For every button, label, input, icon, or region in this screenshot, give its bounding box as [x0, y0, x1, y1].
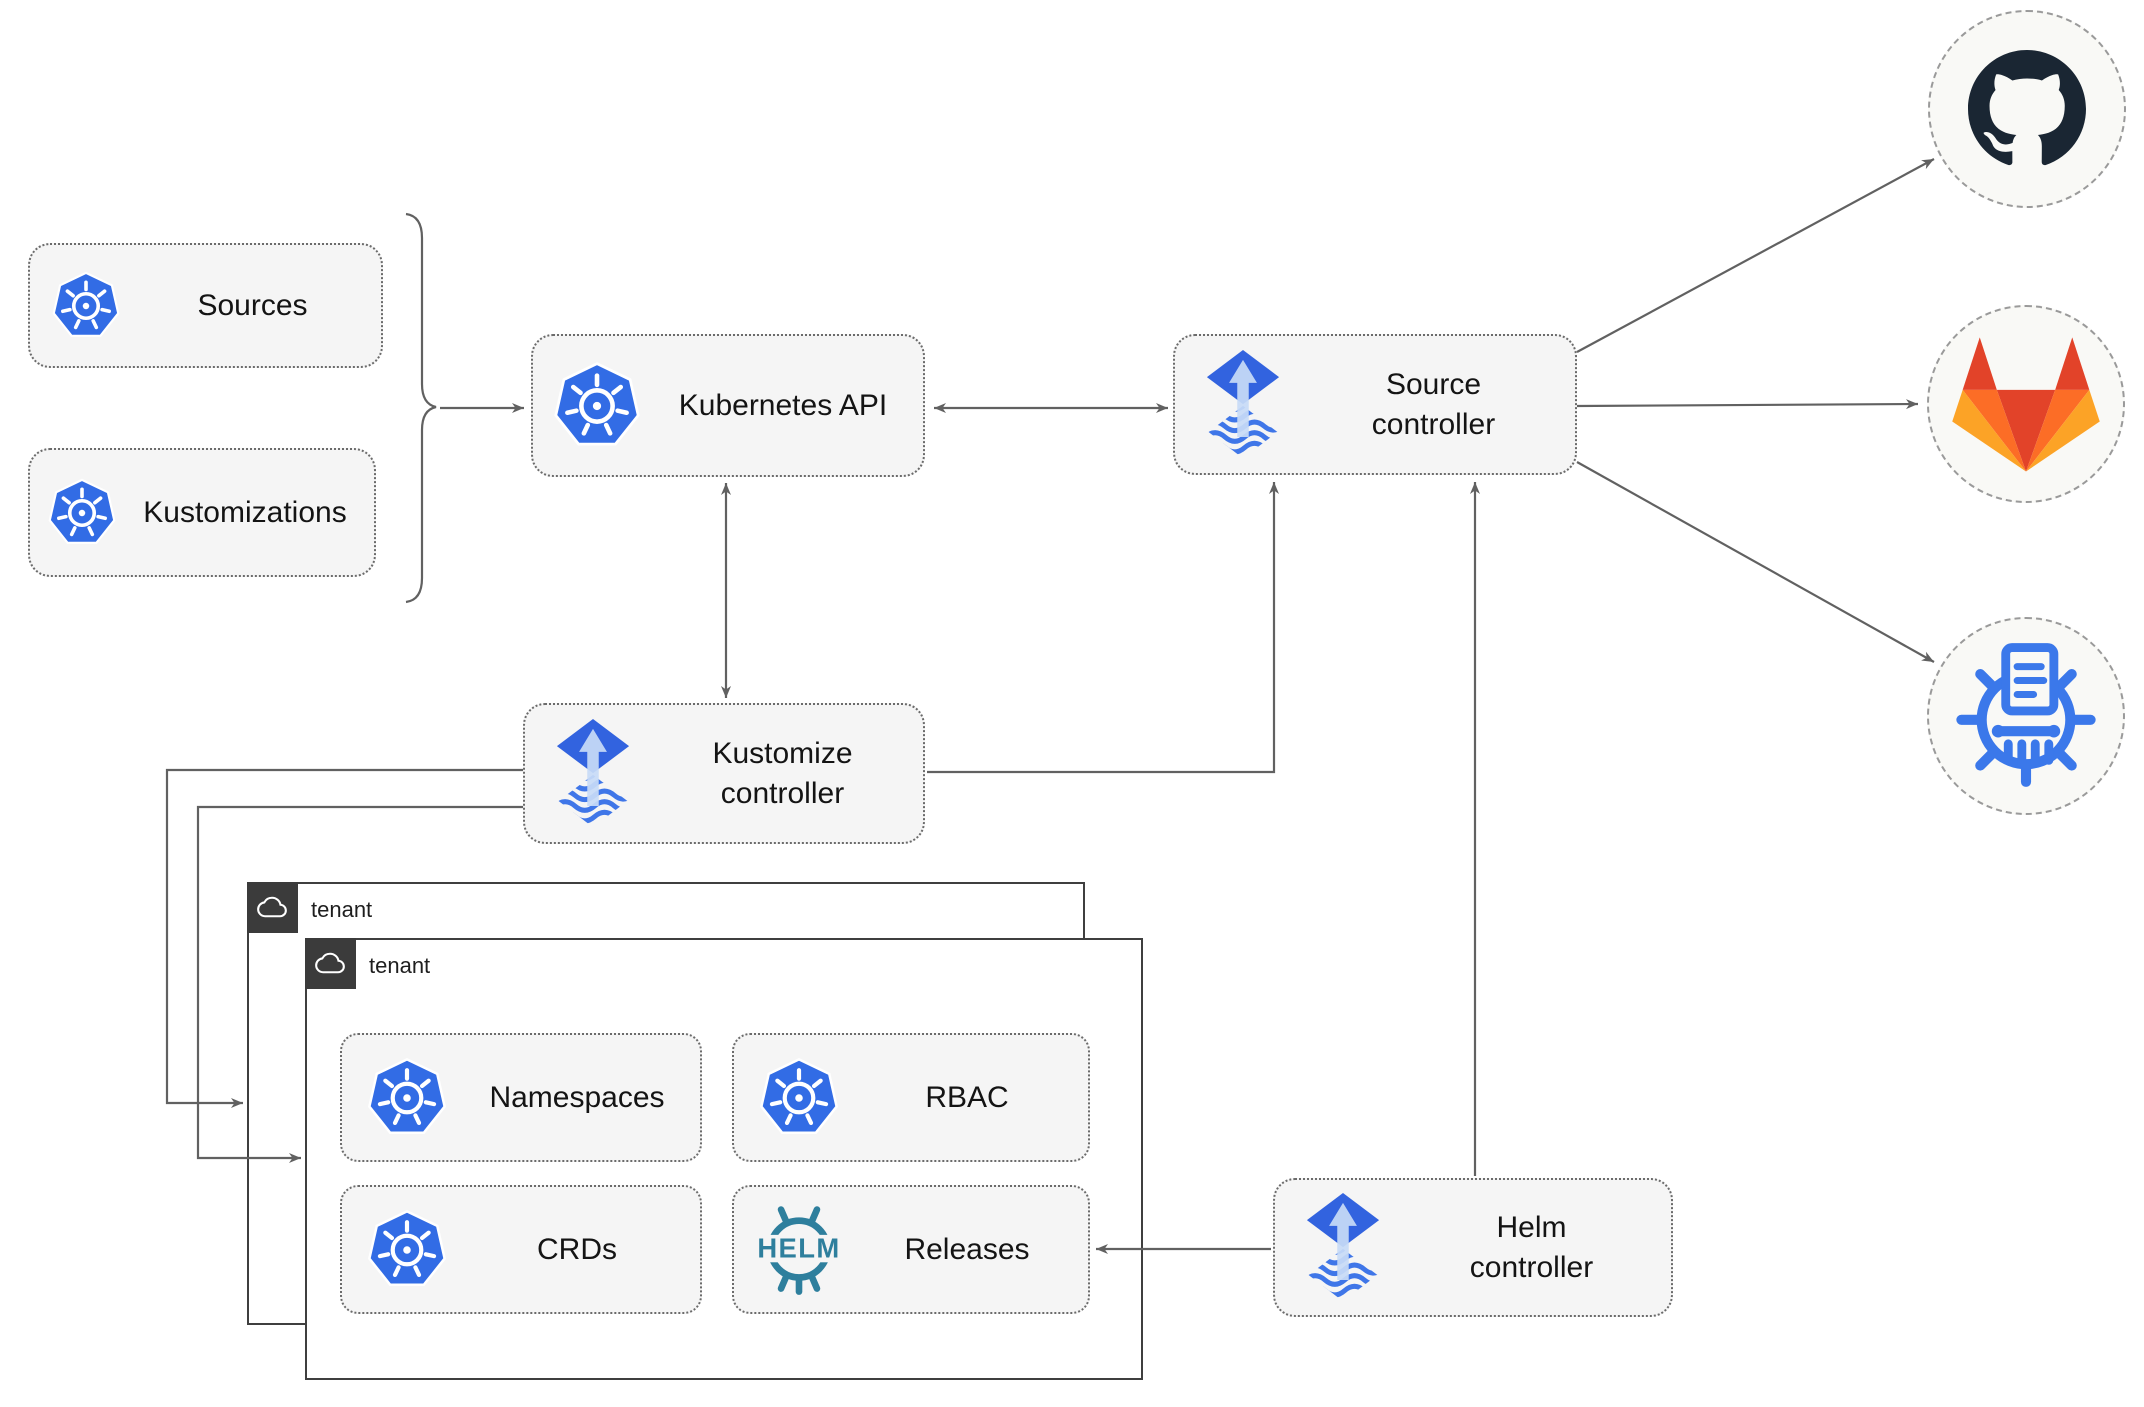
node-releases: Releases: [732, 1185, 1090, 1314]
node-label: RBAC: [925, 1080, 1009, 1114]
node-kubernetes-api: Kubernetes API: [531, 334, 925, 477]
flux-icon: [1275, 1193, 1410, 1303]
gitlab-icon: [1951, 333, 2101, 475]
tenant-front-label: tenant: [369, 952, 431, 978]
oci-registry-endpoint: [1927, 617, 2125, 815]
node-namespaces: Namespaces: [340, 1033, 702, 1162]
node-source-controller: Source controller: [1173, 334, 1577, 475]
kubernetes-icon: [342, 1056, 472, 1140]
oci-registry-icon: [1950, 640, 2102, 792]
flux-icon: [1175, 350, 1310, 460]
node-rbac: RBAC: [732, 1033, 1090, 1162]
kubernetes-icon: [30, 477, 134, 549]
node-label: Namespaces: [489, 1080, 665, 1114]
kubernetes-icon: [30, 270, 142, 342]
node-label: Kustomizations: [143, 495, 347, 529]
node-sources: Sources: [28, 243, 383, 368]
github-icon: [1968, 50, 2086, 168]
node-kustomize-controller: Kustomize controller: [523, 703, 925, 844]
edge-source-to-gitlab: [1576, 399, 1919, 410]
node-label: Releases: [904, 1232, 1030, 1266]
kubernetes-icon: [342, 1208, 472, 1292]
node-label: Helm controller: [1469, 1210, 1594, 1284]
node-label: Sources: [197, 288, 308, 322]
cloud-icon: [304, 937, 356, 989]
node-label: CRDs: [537, 1232, 617, 1266]
grouping-brace: [405, 212, 437, 604]
cloud-icon: [246, 881, 298, 933]
flux-icon: [525, 719, 660, 829]
gitlab-endpoint: [1927, 305, 2125, 503]
edge-source-to-github: [1576, 158, 1935, 353]
node-label: Kubernetes API: [678, 388, 888, 422]
node-kustomizations: Kustomizations: [28, 448, 376, 577]
kubernetes-icon: [533, 360, 661, 452]
edge-kustomize-to-source-controller: [927, 482, 1279, 774]
node-crds: CRDs: [340, 1185, 702, 1314]
github-endpoint: [1928, 10, 2126, 208]
node-label: Source controller: [1371, 367, 1496, 441]
helm-icon: [734, 1198, 864, 1302]
edge-source-to-oci: [1576, 461, 1935, 663]
node-label: Kustomize controller: [712, 736, 853, 810]
kubernetes-icon: [734, 1056, 864, 1140]
tenant-back-label: tenant: [311, 896, 373, 922]
node-helm-controller: Helm controller: [1273, 1178, 1673, 1317]
